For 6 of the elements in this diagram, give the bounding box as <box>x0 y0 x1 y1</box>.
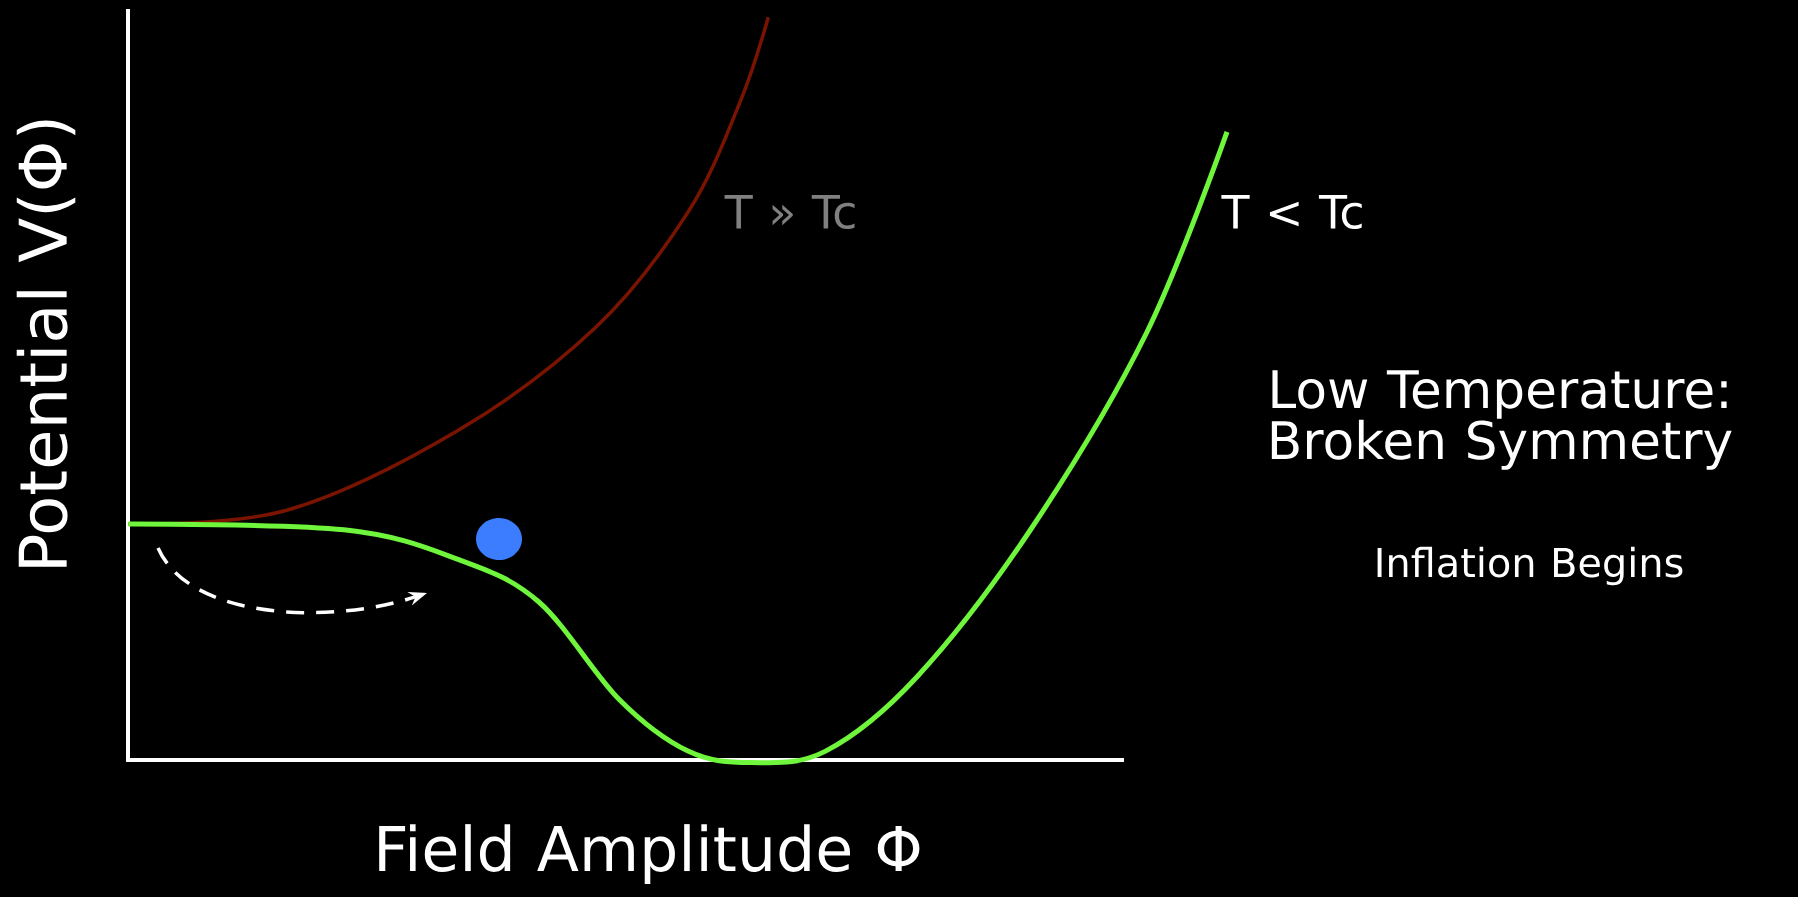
curve-label: T » Tc <box>724 195 855 230</box>
note: Inflation Begins <box>1377 546 1683 586</box>
heading: Low Temperature: Broken Symmetry <box>1271 370 1732 470</box>
axis-label: Field Amplitude Φ <box>379 824 920 884</box>
curve-label: T < Tc <box>1221 195 1362 230</box>
axis-label: Potential V(Φ) <box>16 120 76 567</box>
